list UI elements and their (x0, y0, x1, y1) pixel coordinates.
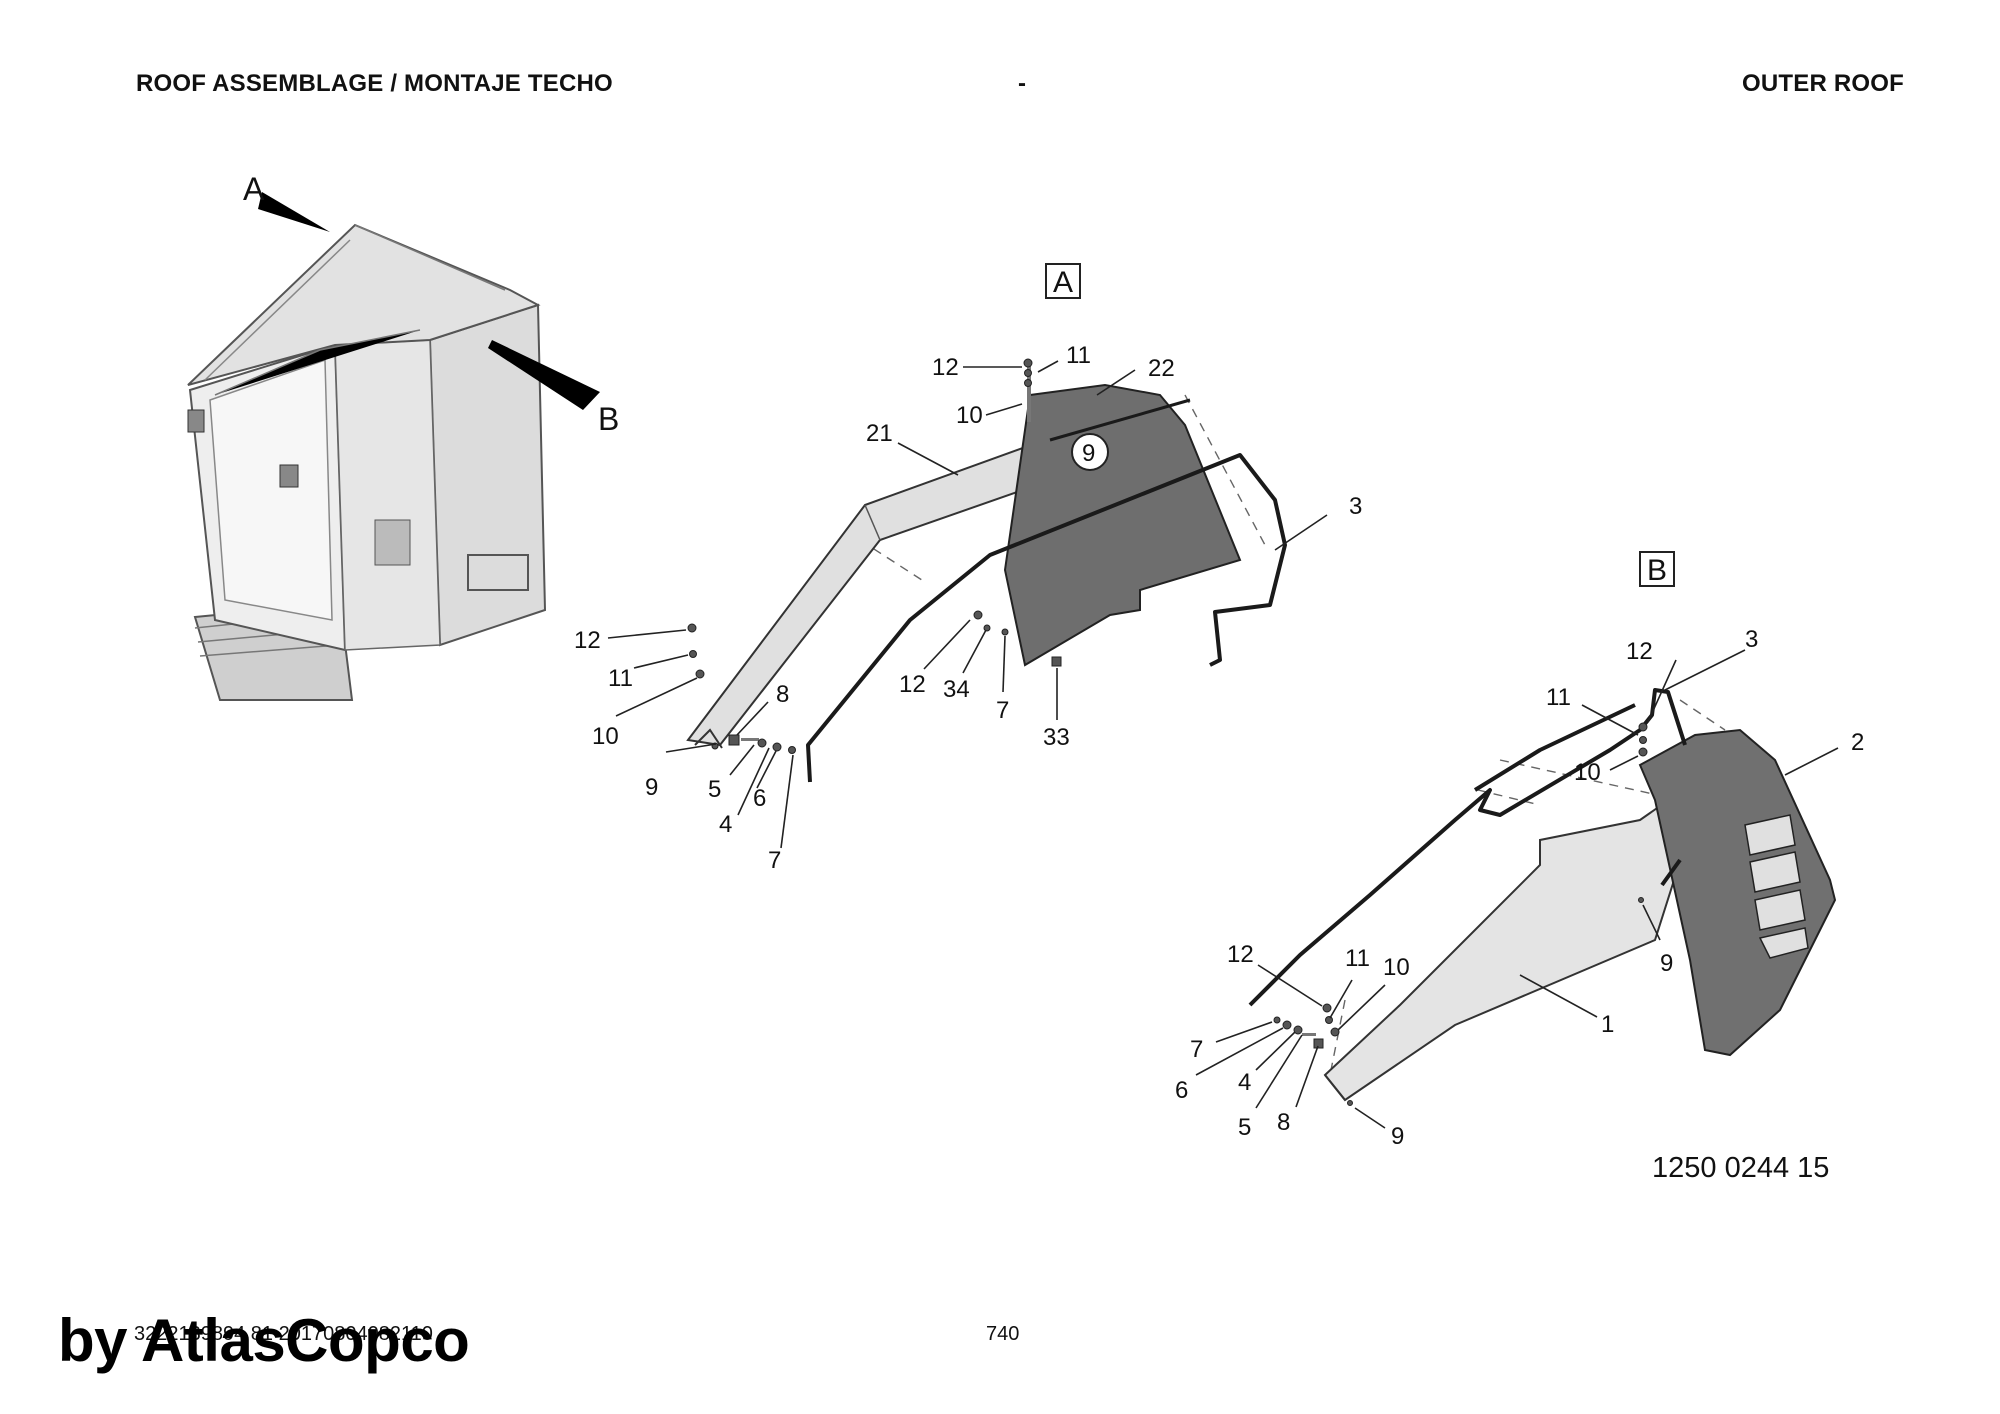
cab-view-a-label: A (243, 171, 265, 207)
callout-9: 9 (1082, 440, 1095, 467)
callout-10: 10 (956, 402, 983, 429)
callout-2: 2 (1851, 729, 1864, 756)
header-title: ROOF ASSEMBLAGE / MONTAJE TECHO (136, 70, 613, 97)
callout-labels: A B A B 12 11 22 10 21 9 3 12 11 10 8 9 … (243, 171, 1864, 1150)
header-separator: - (1018, 70, 1027, 97)
cab-overview (187, 192, 600, 701)
callout-9: 9 (1660, 950, 1673, 977)
part-2-shroud (1638, 728, 1837, 1057)
bolt-part-9 (1027, 362, 1031, 422)
page-number: 740 (986, 1323, 1020, 1345)
callout-8: 8 (776, 681, 789, 708)
part-22-panel (1003, 383, 1242, 667)
callout-10: 10 (1574, 759, 1601, 786)
document-id: 3222139894 81 20170804082110 (134, 1323, 433, 1345)
header-section-name: OUTER ROOF (1742, 70, 1904, 97)
callout-11: 11 (1345, 945, 1370, 972)
part-1-bracket (1323, 783, 1691, 1102)
callout-5: 5 (1238, 1114, 1251, 1141)
callout-12: 12 (899, 671, 926, 698)
watermark: by AtlasCopco (58, 1307, 470, 1374)
callout-5: 5 (708, 776, 721, 803)
callout-4: 4 (719, 811, 732, 838)
callout-9: 9 (645, 774, 658, 801)
callout-7: 7 (768, 847, 781, 874)
callout-1: 1 (1601, 1011, 1614, 1038)
callout-7: 7 (1190, 1036, 1203, 1063)
part-3-seal-a (806, 453, 1287, 783)
callout-3: 3 (1349, 493, 1362, 520)
view-a-frame (1045, 263, 1081, 299)
callout-12: 12 (574, 627, 601, 654)
callout-22: 22 (1148, 355, 1175, 382)
callout-8: 8 (1277, 1109, 1290, 1136)
view-b-title: B (1647, 554, 1667, 587)
callout-4: 4 (1238, 1069, 1251, 1096)
callout-11: 11 (608, 665, 633, 692)
part-3-seal-b (1248, 688, 1687, 1007)
view-b-frame (1639, 551, 1675, 587)
view-a-assembly (607, 263, 1328, 849)
cab-view-b-label: B (598, 401, 619, 437)
callout-6: 6 (1175, 1077, 1188, 1104)
callout-10: 10 (1383, 954, 1410, 981)
callout-11: 11 (1546, 684, 1571, 711)
callout-34: 34 (943, 676, 970, 703)
callout-9-circle (1071, 433, 1109, 471)
callout-12: 12 (932, 354, 959, 381)
drawing-number: 1250 0244 15 (1652, 1152, 1830, 1184)
callout-10: 10 (592, 723, 619, 750)
view-a-title: A (1053, 266, 1073, 299)
callout-21: 21 (866, 420, 893, 447)
callout-33: 33 (1043, 724, 1070, 751)
callout-12: 12 (1227, 941, 1254, 968)
view-b-assembly (1195, 551, 1839, 1129)
callout-7: 7 (996, 697, 1009, 724)
callout-11: 11 (1066, 342, 1091, 369)
callout-9: 9 (1391, 1123, 1404, 1150)
callout-3: 3 (1745, 626, 1758, 653)
callout-12: 12 (1626, 638, 1653, 665)
callout-6: 6 (753, 785, 766, 812)
